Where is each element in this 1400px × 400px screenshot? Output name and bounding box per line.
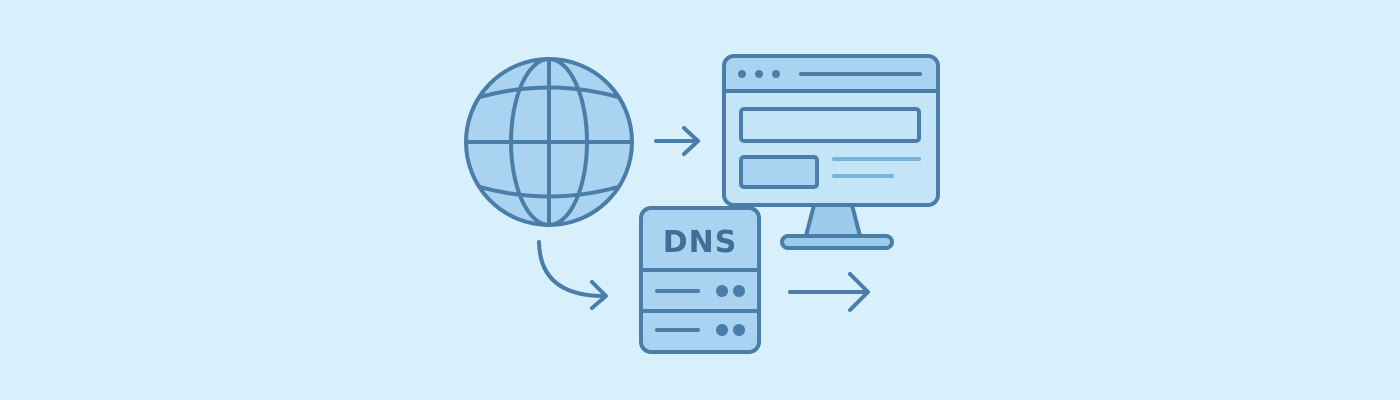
arrow-right-icon (788, 272, 870, 312)
arrow-right-icon (654, 126, 700, 156)
monitor-browser-icon (722, 54, 940, 250)
dns-label: DNS (663, 225, 738, 260)
curved-arrow-icon (537, 240, 608, 310)
globe-icon (464, 57, 634, 227)
dns-server-icon: DNS (639, 206, 761, 354)
